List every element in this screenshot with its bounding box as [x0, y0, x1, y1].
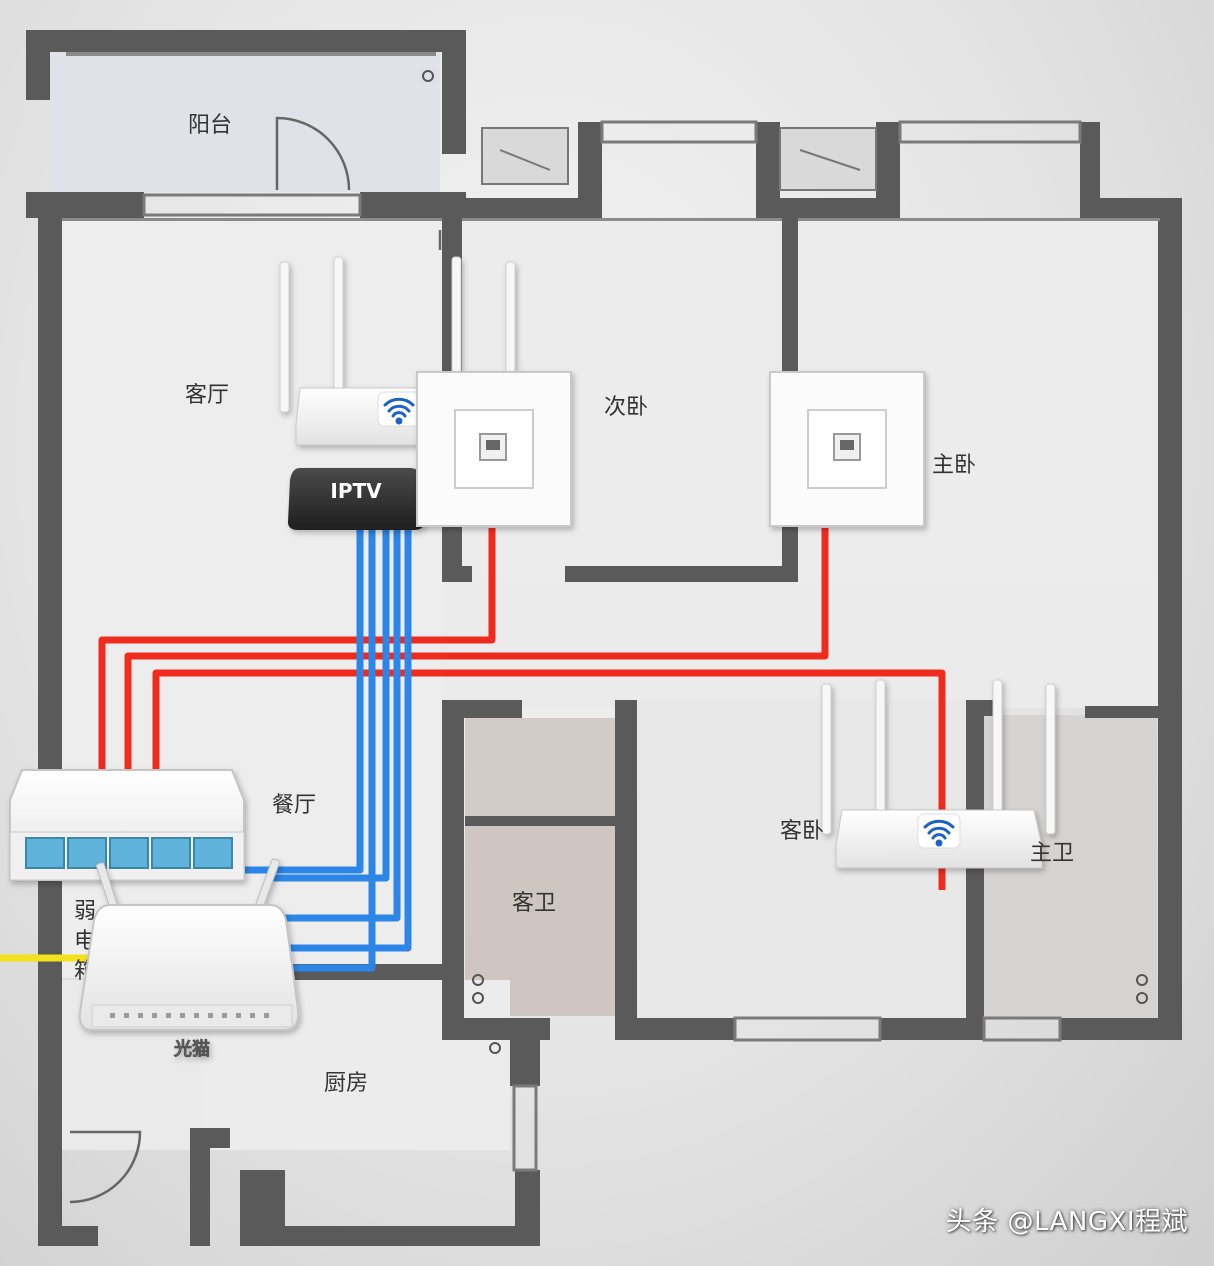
window-balcony [142, 193, 362, 217]
cables-blue [240, 530, 412, 972]
room-label-balcony: 阳台 [188, 113, 232, 138]
wall-second-bedroom-bottom-left [442, 566, 472, 582]
wall-balcony-top [26, 30, 466, 52]
wall-outer-left [38, 192, 62, 1242]
wall-kitchen-left-top [190, 1128, 230, 1148]
window-kitchen-right [512, 1084, 538, 1172]
room-label-dining-room: 餐厅 [272, 793, 316, 818]
wall-kitchen-nook [240, 1170, 285, 1246]
wall-balcony-right [442, 30, 466, 154]
window-top-middle [600, 120, 758, 144]
wall-master-top-right [1080, 122, 1100, 218]
bay-windows [481, 127, 877, 191]
window-bottom-guest [733, 1016, 882, 1042]
doors [69, 116, 442, 1204]
wall-balcony-left [26, 30, 50, 100]
room-label-guest-bedroom: 客卧 [780, 819, 824, 844]
wall-kitchen-left [190, 1128, 210, 1246]
ethernet-port-icon [109, 837, 149, 869]
wall-bay-left [578, 122, 602, 218]
wall-kitchen-bottom [240, 1226, 540, 1246]
cable-blue-3 [272, 530, 390, 882]
door-entry [69, 1130, 142, 1204]
windows [142, 120, 1082, 1172]
room-label-master-bedroom: 主卧 [932, 453, 976, 478]
modem-label: 光猫 [173, 1038, 210, 1060]
ethernet-port-icon [193, 837, 233, 869]
network-socket-master-bedroom [769, 371, 925, 527]
wall-outer-right-lower [1158, 630, 1182, 1040]
cable-blue-4 [272, 530, 401, 922]
wall-second-master-top [756, 198, 900, 218]
wall-guest-bath-right [615, 700, 637, 1018]
cable-red-second-bedroom [98, 528, 496, 775]
cable-blue-2 [290, 530, 376, 972]
wall-bottom-guest-bed-left [615, 1018, 735, 1040]
room-label-kitchen: 厨房 [324, 1071, 368, 1096]
wall-highlights [62, 52, 1160, 221]
room-labels: 阳台 客厅 次卧 主卧 餐厅 客卧 客卫 主卫 厨房 [185, 113, 1074, 1096]
cable-red-guest-bedroom [152, 669, 946, 890]
weak-box-label-1: 弱 [74, 899, 96, 924]
cable-blue-5 [285, 530, 412, 952]
floor-balcony [50, 52, 440, 192]
window-top-right [898, 120, 1082, 144]
fixtures [422, 70, 1148, 1054]
wall-master-bath-left [966, 700, 984, 1038]
iptv-box: IPTV [288, 468, 424, 530]
wifi-icon [383, 397, 415, 425]
wall-guest-bath-mid [465, 816, 615, 826]
wall-second-bedroom-bottom [565, 566, 798, 582]
network-socket-second-bedroom [416, 371, 572, 527]
wall-entry-bottom [38, 1226, 98, 1246]
cable-red-master-bedroom [124, 528, 829, 775]
wall-master-bath-top-right [1085, 706, 1158, 718]
watermark: 头条 @LANGXI程斌 [945, 1207, 1188, 1237]
optical-modem: 光猫 [78, 858, 300, 1060]
wall-outer-right [1158, 198, 1182, 638]
wall-bottom-guest-bath [442, 1018, 550, 1040]
room-label-guest-bathroom: 客卫 [512, 891, 556, 916]
floor-guest-bathroom-upper [465, 718, 615, 816]
cables-red [98, 528, 946, 890]
wall-bottom-master-bath [1060, 1018, 1182, 1040]
network-switch [9, 769, 245, 881]
door-balcony [275, 116, 351, 191]
wall-bottom-guest-bed-right [880, 1018, 984, 1040]
modem-leds [110, 1013, 269, 1018]
room-label-master-bathroom: 主卫 [1030, 841, 1074, 866]
floor-corridor [442, 578, 1160, 708]
iptv-label: IPTV [330, 479, 382, 503]
window-bottom-master-bath [982, 1016, 1062, 1042]
switch-ports [25, 837, 233, 869]
wall-guest-bath-left [442, 700, 464, 1038]
cable-blue-1 [240, 530, 364, 874]
wall-second-bedroom-top [442, 198, 602, 218]
room-label-living-room: 客厅 [185, 383, 229, 408]
ethernet-port-icon [151, 837, 191, 869]
wifi-icon [923, 819, 955, 847]
router-guest-bedroom [821, 679, 1056, 869]
wall-right-top [1080, 198, 1180, 220]
wall-master-bath-top [966, 700, 996, 716]
ethernet-port-icon [25, 837, 65, 869]
wall-kitchen-right [510, 1036, 540, 1086]
room-label-second-bedroom: 次卧 [604, 395, 648, 420]
